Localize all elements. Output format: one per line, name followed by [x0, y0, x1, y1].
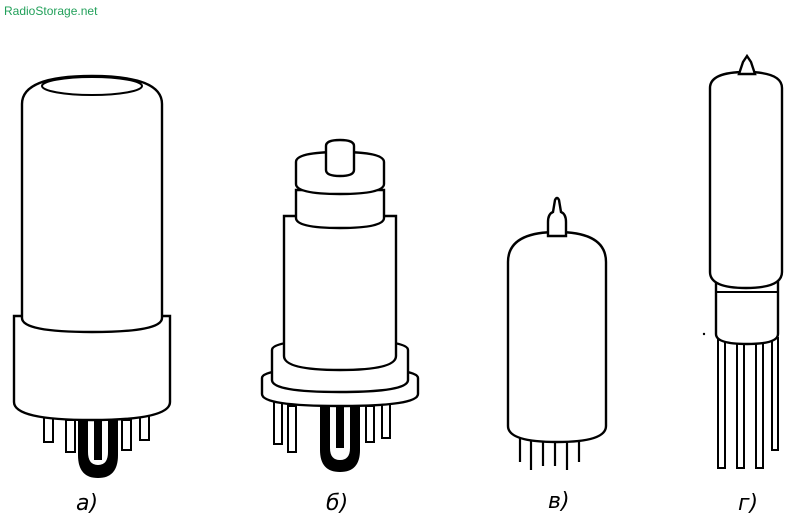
tube-b-pin: [287, 405, 297, 453]
tube-b: б): [260, 138, 420, 516]
tube-a-pin: [65, 419, 76, 453]
tube-v-label: в): [548, 489, 570, 514]
watermark-text: RadioStorage.net: [4, 4, 98, 18]
tube-b-body: [282, 214, 398, 372]
tube-g-lead: [771, 337, 779, 451]
tube-g: г): [702, 53, 784, 516]
tube-a: а): [12, 74, 172, 516]
tube-v-tip: [546, 196, 568, 238]
tube-b-top-cap: [324, 138, 356, 178]
tube-g-label: г): [738, 491, 758, 516]
tube-b-pin: [273, 401, 283, 445]
tube-a-pin: [43, 415, 54, 443]
tube-g-lead: [717, 337, 726, 469]
tube-g-tip: [737, 53, 757, 76]
tube-a-pin: [121, 419, 132, 451]
tube-g-lead: [755, 337, 764, 469]
tube-b-upper: [294, 188, 386, 230]
tube-g-bulb: [708, 70, 784, 290]
tube-b-pin: [365, 405, 375, 443]
tube-a-label: а): [76, 491, 98, 516]
tube-a-base: [12, 314, 172, 422]
tube-g-lead: [736, 337, 745, 469]
tube-b-label: б): [326, 491, 348, 516]
tube-a-bulb: [20, 74, 164, 334]
tube-v-bulb: [506, 230, 608, 444]
tube-v: в): [506, 196, 608, 514]
tube-b-pin: [381, 401, 391, 439]
